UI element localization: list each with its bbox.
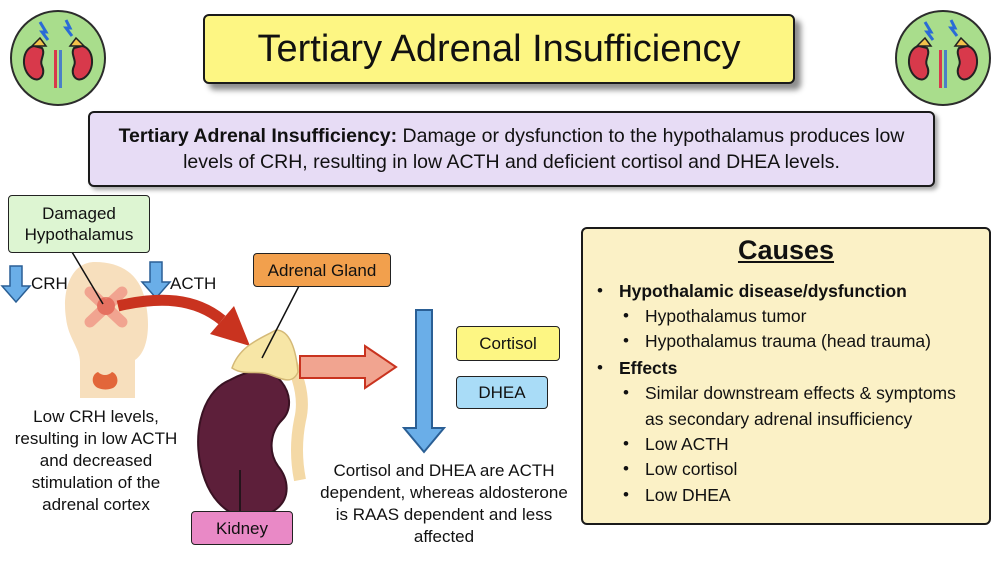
page-title: Tertiary Adrenal Insufficiency (203, 14, 795, 84)
damaged-hypothalamus-text: Damaged Hypothalamus (24, 204, 134, 244)
damage-x-icon (84, 286, 128, 328)
cause-item: Hypothalamic disease/dysfunction (619, 281, 907, 301)
head-illustration (65, 262, 148, 398)
bullet-icon: • (623, 331, 629, 350)
right-caption: Cortisol and DHEA are ACTH dependent, wh… (320, 461, 568, 546)
adrenal-gland-label: Adrenal Gland (253, 253, 391, 287)
red-curved-arrow (116, 294, 250, 346)
definition-box: Tertiary Adrenal Insufficiency: Damage o… (88, 111, 935, 187)
bullet-icon: • (623, 459, 629, 478)
dhea-label: DHEA (456, 376, 548, 409)
acth-down-arrow (140, 261, 172, 300)
bullet-icon: • (623, 383, 629, 402)
cause-item: Hypothalamus trauma (head trauma) (645, 331, 931, 351)
cause-item: Similar downstream effects & symptoms (645, 383, 956, 403)
definition-text: Damage or dysfunction to the hypothalamu… (183, 125, 905, 173)
salmon-right-arrow (299, 344, 398, 390)
cause-item: Hypothalamus tumor (645, 306, 807, 326)
adrenal-pointer (261, 283, 301, 359)
acth-label: ACTH (170, 274, 217, 293)
kidney-label: Kidney (191, 511, 293, 545)
kidney-illustration (197, 329, 308, 519)
kidney-adrenal-icon (895, 10, 991, 106)
left-caption: Low CRH levels, resulting in low ACTH an… (14, 407, 178, 514)
cause-item: Low DHEA (645, 485, 731, 505)
bullet-icon: • (597, 358, 603, 377)
cause-item: Effects (619, 358, 678, 378)
cause-item-continuation: as secondary adrenal insufficiency (645, 409, 913, 429)
definition-term: Tertiary Adrenal Insufficiency: (118, 125, 398, 147)
crh-label: CRH (31, 274, 68, 293)
bullet-icon: • (597, 281, 603, 300)
big-down-arrow (401, 309, 447, 454)
bullet-icon: • (623, 306, 629, 325)
hypothalamus-pointer (71, 251, 104, 305)
cause-item: Low cortisol (645, 459, 738, 479)
crh-down-arrow (0, 265, 32, 304)
bullet-icon: • (623, 434, 629, 453)
bullet-icon: • (623, 485, 629, 504)
kidney-adrenal-icon (10, 10, 106, 106)
cause-item: Low ACTH (645, 434, 729, 454)
cortisol-label: Cortisol (456, 326, 560, 361)
causes-panel: Causes • Hypothalamic disease/dysfunctio… (581, 227, 991, 525)
causes-title: Causes (737, 235, 835, 265)
damaged-hypothalamus-label: Damaged Hypothalamus (8, 195, 150, 253)
